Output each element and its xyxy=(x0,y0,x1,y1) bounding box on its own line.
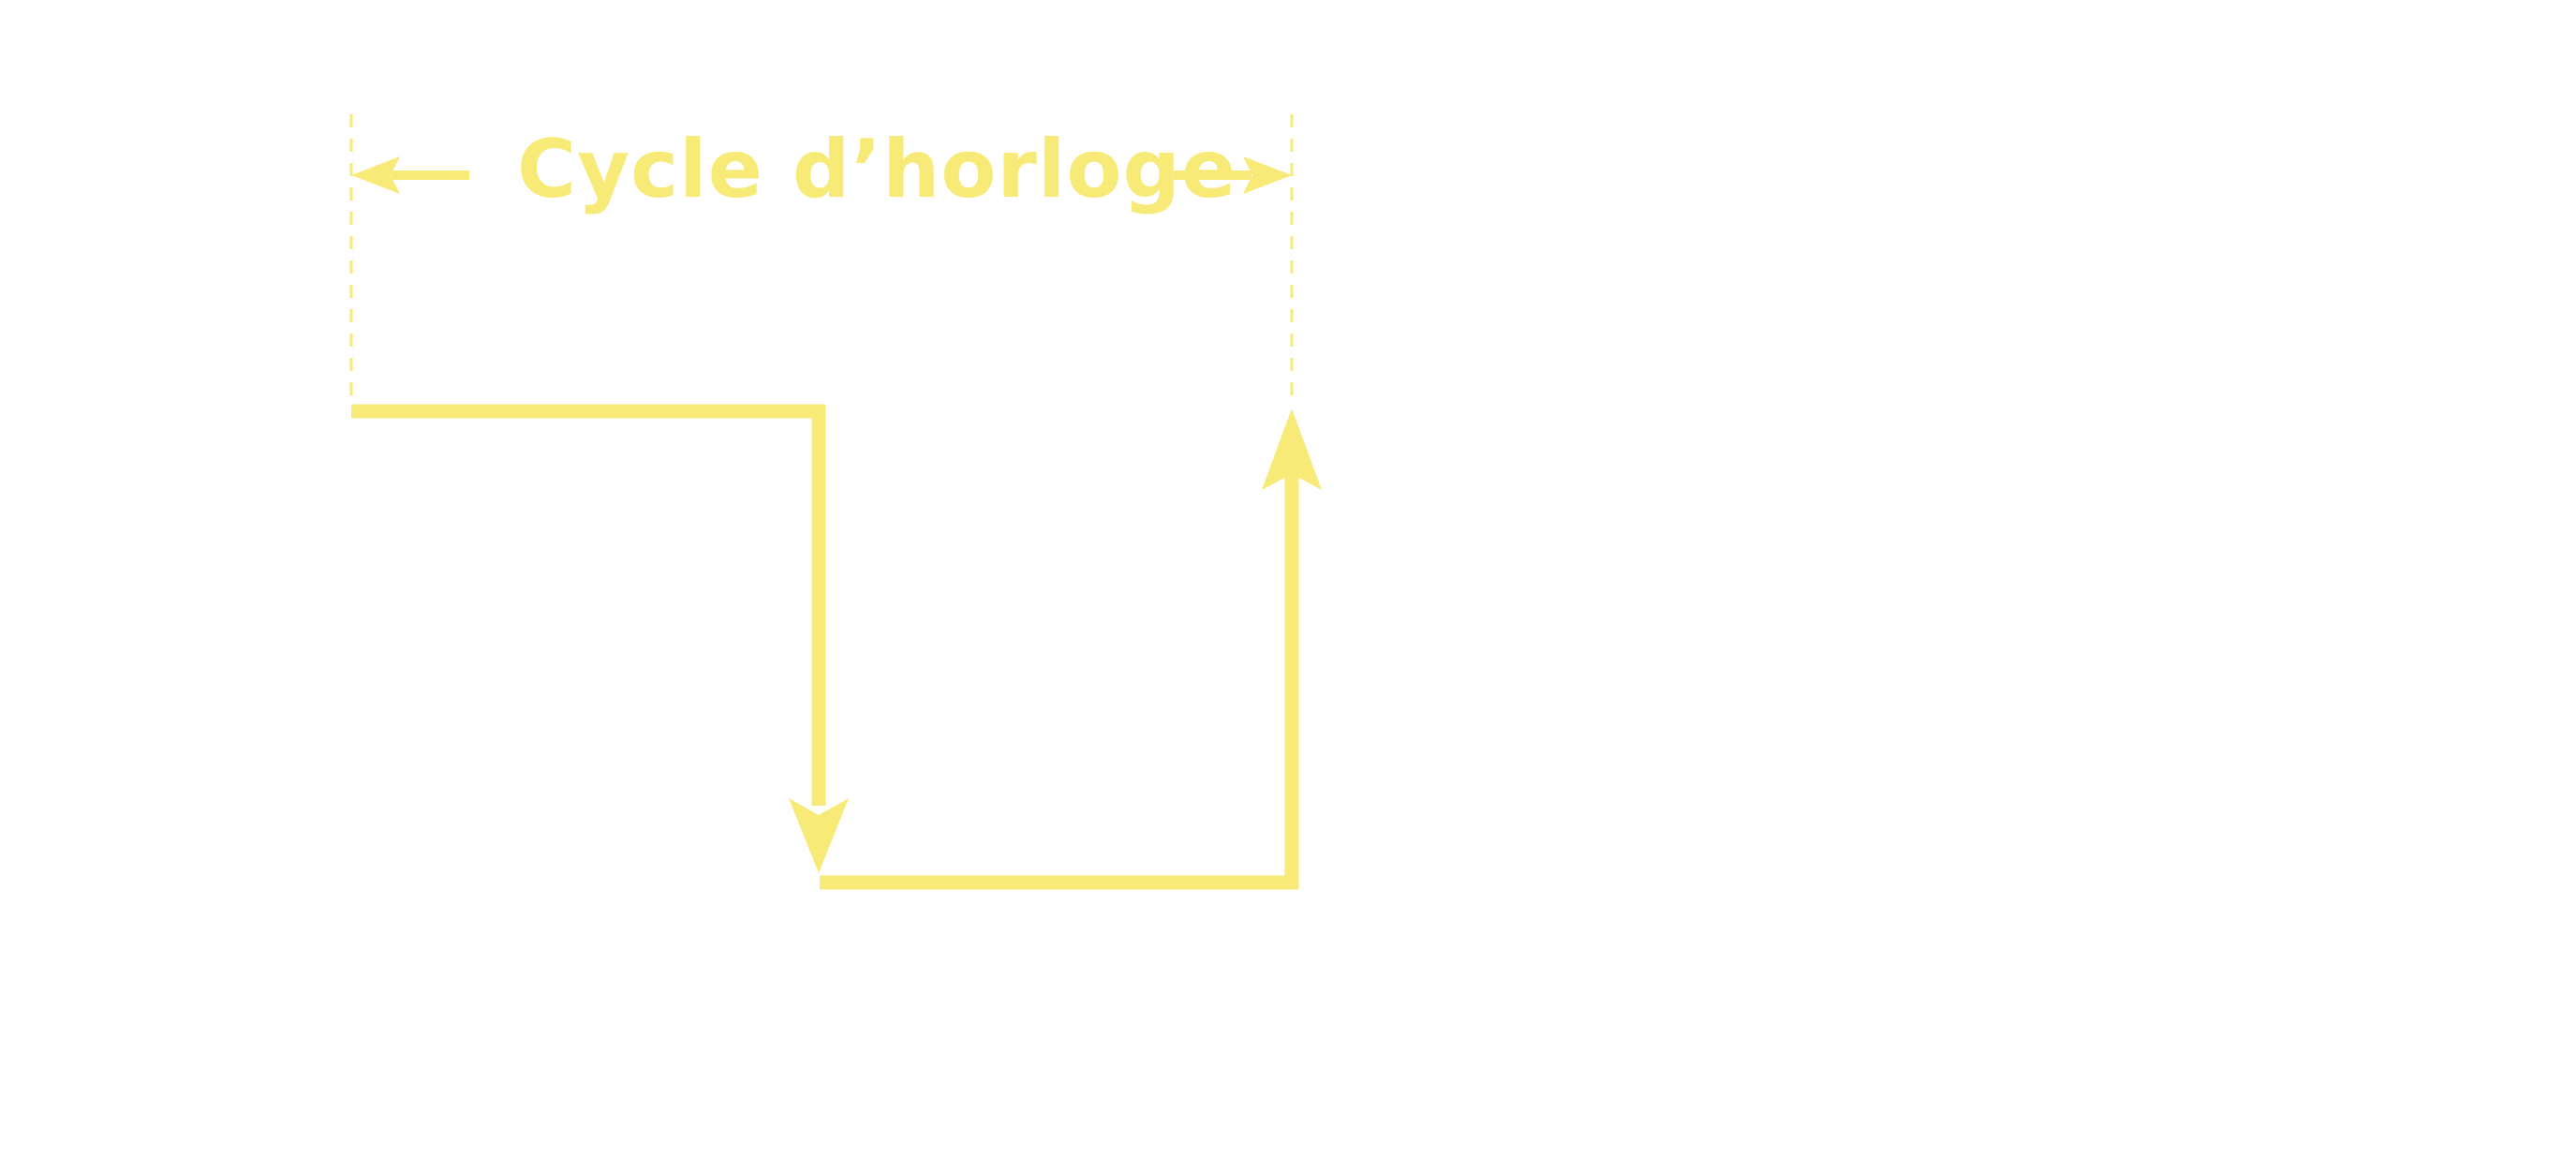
dimension-arrowhead-left xyxy=(351,156,400,194)
falling-edge-arrowhead xyxy=(789,798,849,873)
rising-edge-arrowhead xyxy=(1262,408,1322,490)
dimension-arrowhead-right xyxy=(1243,156,1292,194)
clock-high-level-and-falling-edge xyxy=(351,404,826,806)
clock-low-level-and-rising-edge xyxy=(820,474,1299,890)
clock-cycle-label: Cycle d’horloge xyxy=(517,123,1237,216)
